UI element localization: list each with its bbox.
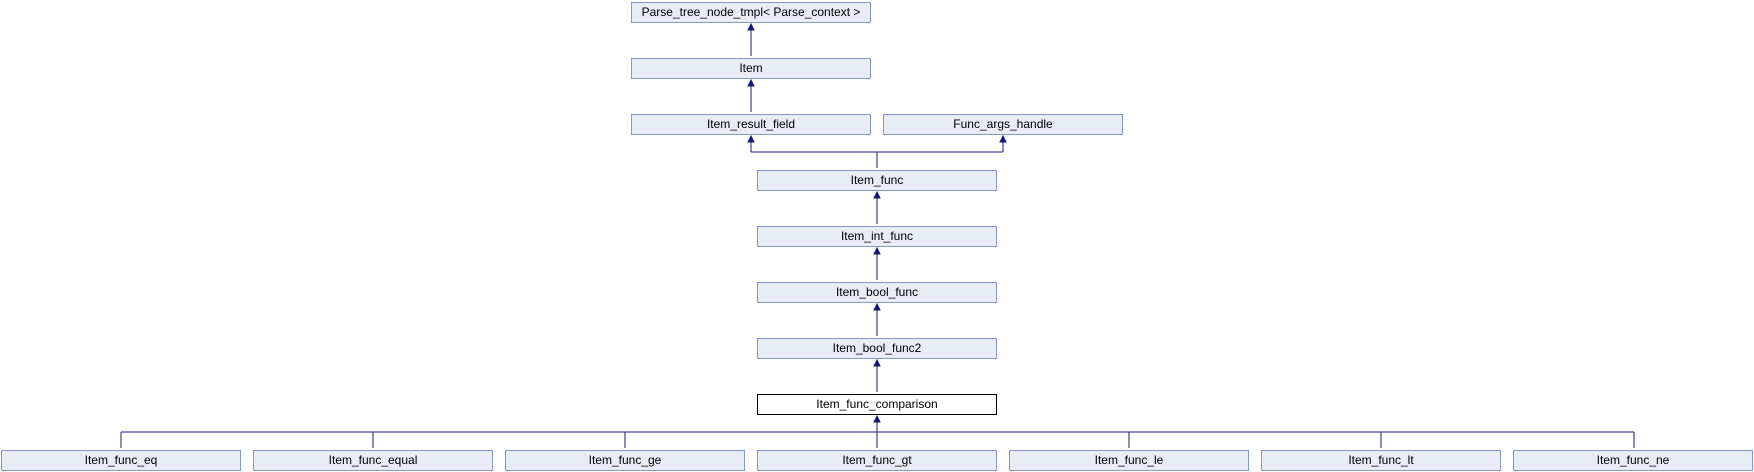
node-item-func-le[interactable]: Item_func_le	[1009, 450, 1249, 471]
arrowhead	[747, 134, 755, 143]
node-item-func-ne[interactable]: Item_func_ne	[1513, 450, 1753, 471]
arrowhead	[873, 358, 881, 367]
node-item-func-comparison: Item_func_comparison	[757, 394, 997, 415]
arrowhead	[747, 22, 755, 31]
arrowhead	[873, 302, 881, 311]
arrowhead	[873, 246, 881, 255]
node-item-int-func[interactable]: Item_int_func	[757, 226, 997, 247]
node-item-func-ge[interactable]: Item_func_ge	[505, 450, 745, 471]
node-parse-tree-node-tmpl[interactable]: Parse_tree_node_tmpl< Parse_context >	[631, 2, 871, 23]
arrowhead	[873, 190, 881, 199]
arrowhead	[747, 78, 755, 87]
arrowhead	[873, 414, 881, 423]
node-item-func-equal[interactable]: Item_func_equal	[253, 450, 493, 471]
arrowhead	[999, 134, 1007, 143]
node-item-bool-func2[interactable]: Item_bool_func2	[757, 338, 997, 359]
node-item-func-gt[interactable]: Item_func_gt	[757, 450, 997, 471]
node-item-bool-func[interactable]: Item_bool_func	[757, 282, 997, 303]
node-item-func[interactable]: Item_func	[757, 170, 997, 191]
node-func-args-handle[interactable]: Func_args_handle	[883, 114, 1123, 135]
node-item[interactable]: Item	[631, 58, 871, 79]
node-item-func-eq[interactable]: Item_func_eq	[1, 450, 241, 471]
node-item-func-lt[interactable]: Item_func_lt	[1261, 450, 1501, 471]
node-item-result-field[interactable]: Item_result_field	[631, 114, 871, 135]
